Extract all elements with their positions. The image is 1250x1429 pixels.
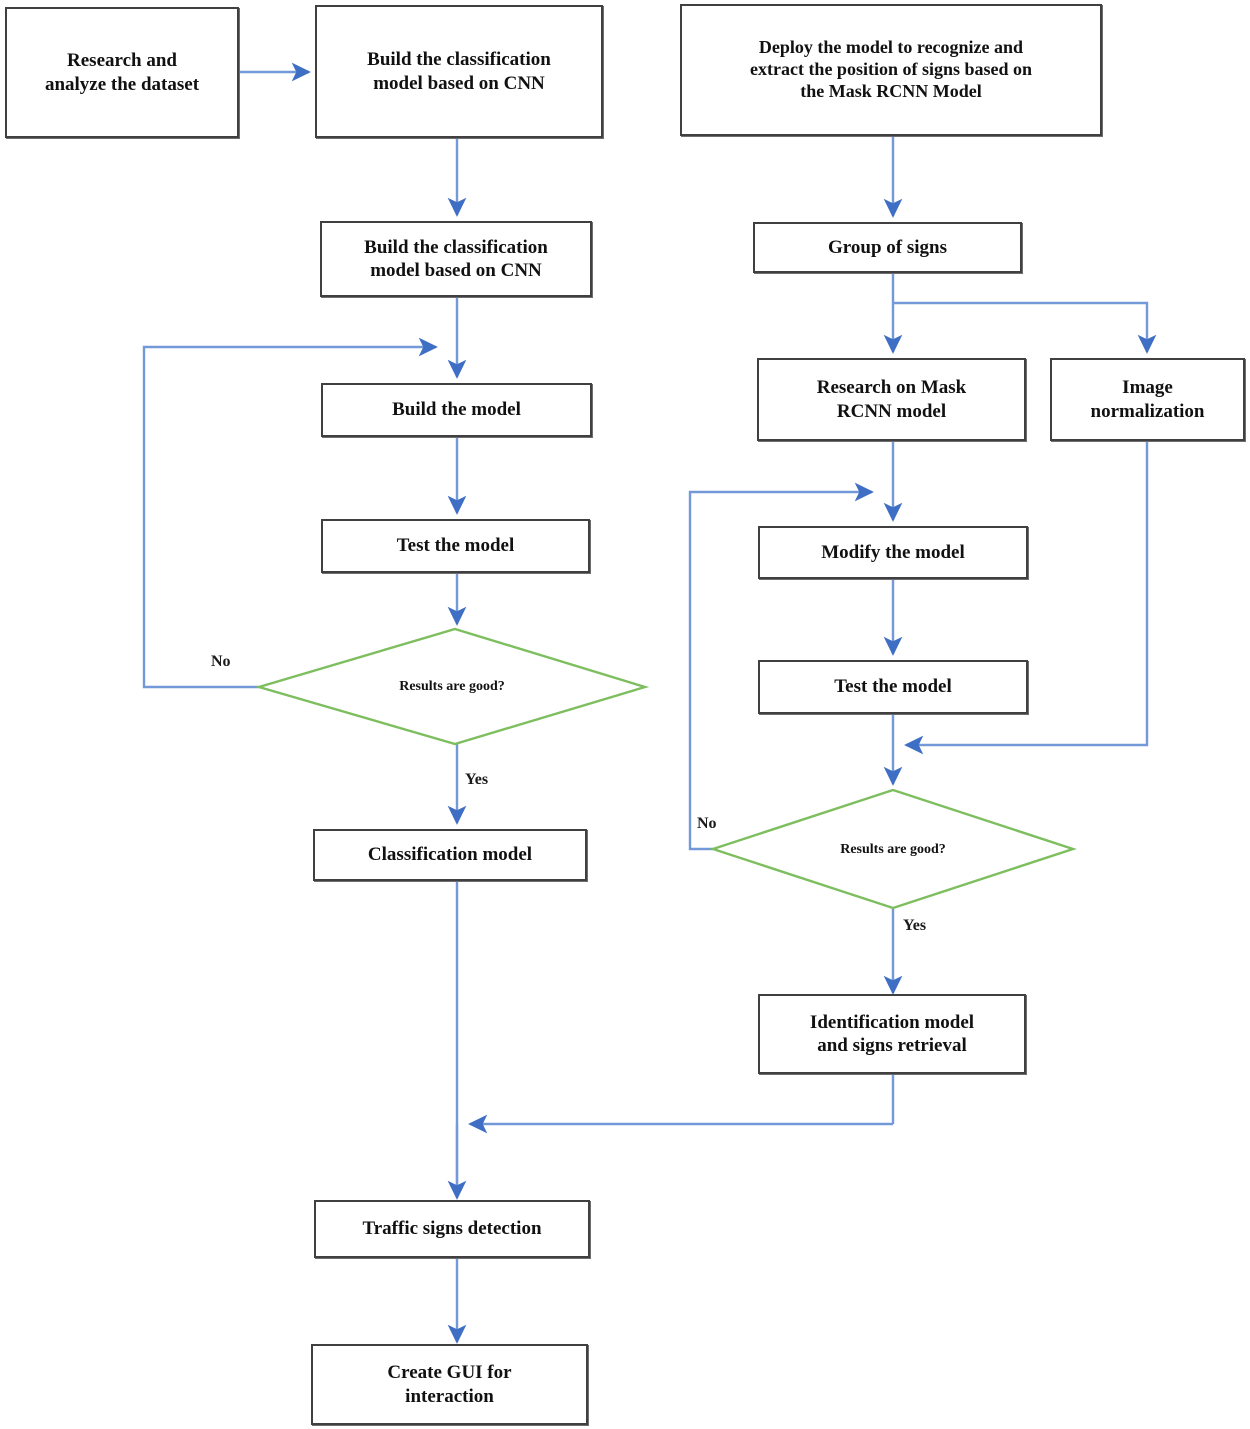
edge-label-right-no: No	[697, 815, 717, 832]
edge-label-right-yes: Yes	[903, 917, 927, 934]
node-build-the-model[interactable]: Build the model	[321, 383, 592, 437]
node-results-good-right[interactable]: Results are good?	[713, 790, 1073, 909]
node-label: Traffic signs detection	[362, 1218, 542, 1240]
edge-group-to-image-norm	[893, 301, 1157, 354]
node-label: Test the model	[396, 535, 515, 557]
node-classification-model[interactable]: Classification model	[313, 829, 587, 881]
decision-label: Results are good?	[399, 678, 505, 694]
decision-label: Results are good?	[840, 841, 946, 857]
node-label: Test the model	[834, 676, 952, 698]
node-traffic-signs-detection[interactable]: Traffic signs detection	[314, 1200, 590, 1258]
node-label: Modify the model	[821, 541, 965, 563]
edge-label-left-no: No	[211, 653, 231, 670]
edge-label-left-yes: Yes	[465, 771, 489, 788]
node-label: Group of signs	[828, 236, 947, 258]
node-group-of-signs[interactable]: Group of signs	[753, 222, 1022, 273]
node-test-the-model-right[interactable]: Test the model	[758, 660, 1028, 714]
node-label: Build the model	[392, 399, 521, 421]
node-label: Classification model	[367, 844, 533, 866]
node-results-good-left[interactable]: Results are good?	[259, 629, 645, 744]
node-test-the-model-left[interactable]: Test the model	[321, 519, 590, 573]
node-modify-the-model[interactable]: Modify the model	[758, 526, 1028, 579]
